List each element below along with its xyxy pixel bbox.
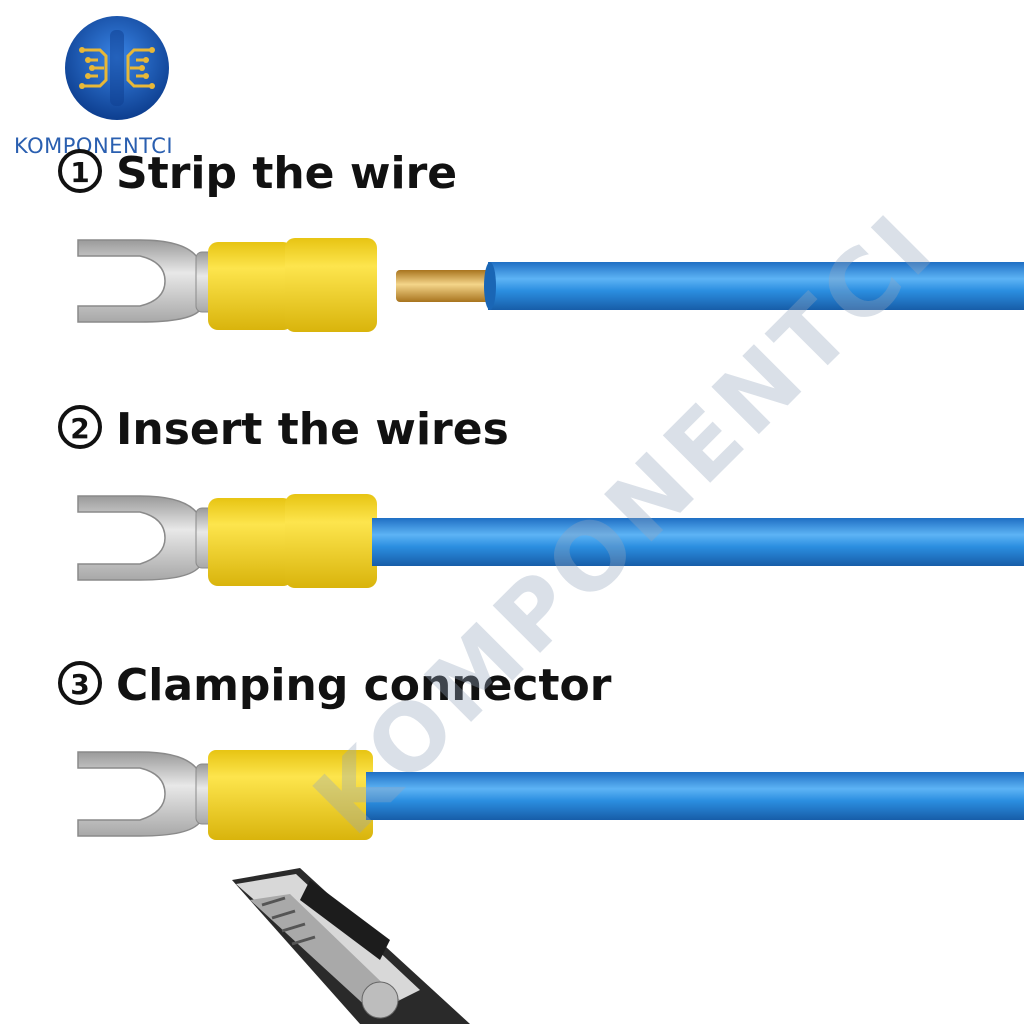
step-1-title: 1 Strip the wire [58, 148, 457, 199]
spade-terminal-icon [77, 495, 219, 581]
spade-terminal-icon [77, 751, 219, 837]
brand-logo: KOMPONENTCI [0, 0, 240, 165]
yellow-sleeve [208, 238, 377, 332]
row-2-illustration [77, 494, 1024, 588]
yellow-sleeve [208, 494, 377, 588]
spade-terminal-icon [77, 239, 219, 323]
step-1-label: Strip the wire [116, 148, 458, 199]
inserted-wire [372, 518, 1024, 566]
step-2-number: 2 [58, 405, 102, 449]
row-1-illustration [77, 238, 1024, 332]
step-2-label: Insert the wires [116, 404, 509, 455]
crimped-wire [366, 772, 1024, 820]
step-3-number: 3 [58, 661, 102, 705]
crimped-sleeve [208, 750, 373, 840]
stripped-wire-icon [396, 262, 1024, 310]
step-2-title: 2 Insert the wires [58, 404, 509, 455]
crimping-plier-icon [232, 868, 470, 1024]
step-3-label: Clamping connector [116, 660, 612, 711]
circuit-logo-icon [65, 16, 169, 120]
step-1-number: 1 [58, 149, 102, 193]
step-3-title: 3 Clamping connector [58, 660, 611, 711]
row-3-illustration [77, 750, 1024, 840]
